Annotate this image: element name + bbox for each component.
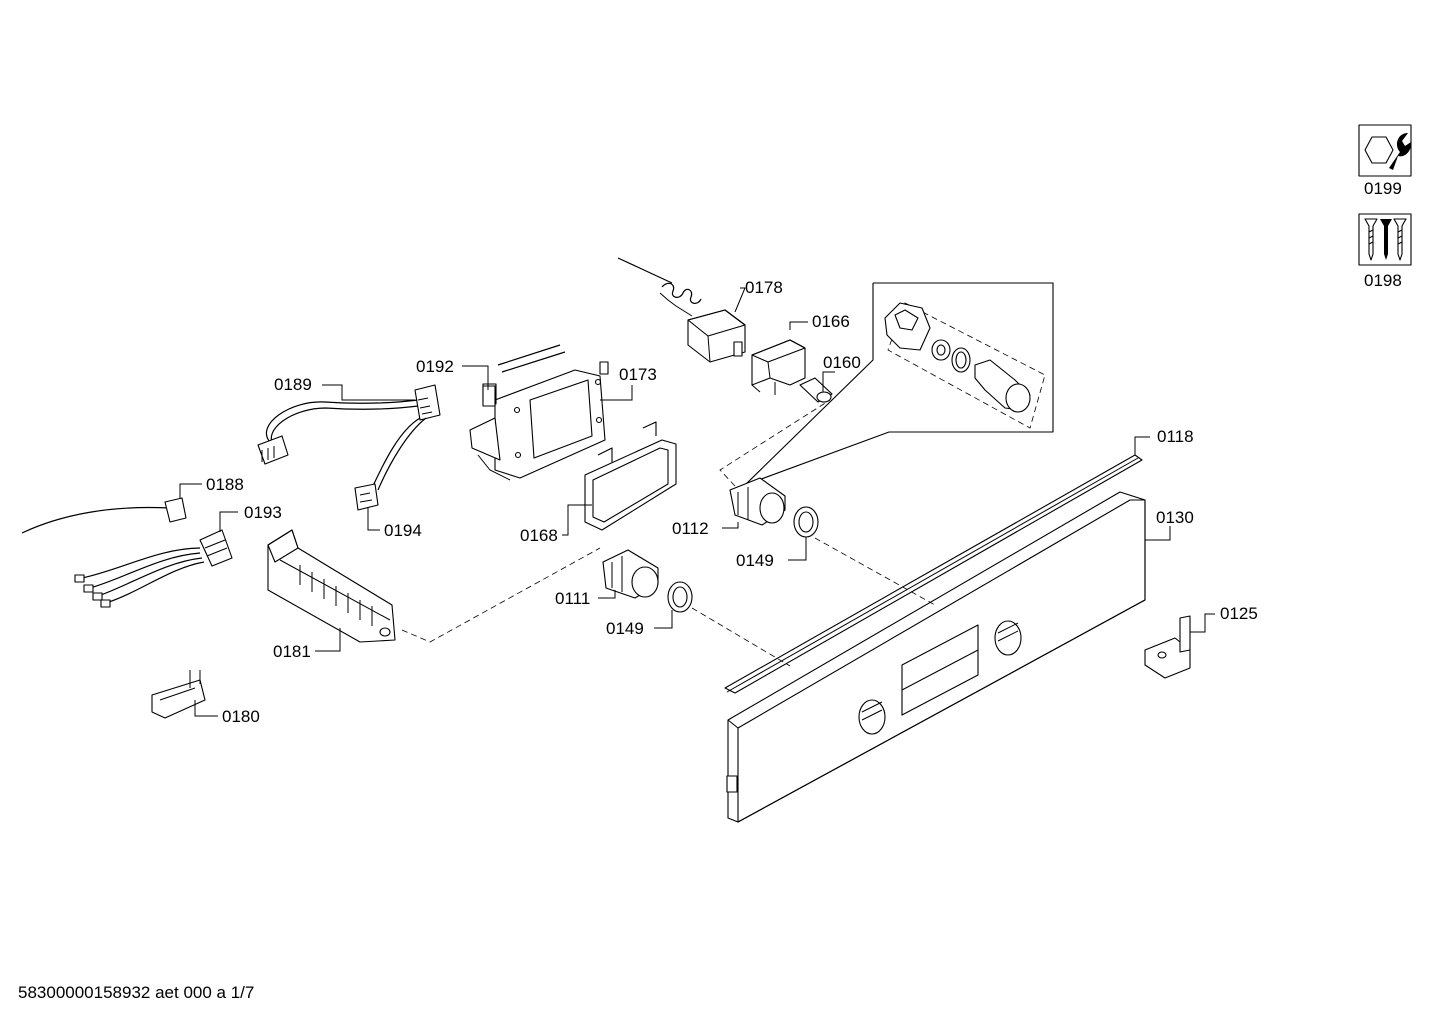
label-0160: 0160 <box>823 353 861 372</box>
label-0180: 0180 <box>222 707 260 726</box>
label-0181: 0181 <box>273 642 311 661</box>
rail-0118 <box>724 454 1143 694</box>
connector-0194 <box>354 483 379 511</box>
label-0166: 0166 <box>812 312 850 331</box>
thermostat-part <box>617 257 746 363</box>
label-0173: 0173 <box>619 365 657 384</box>
label-0149-upper: 0149 <box>736 551 774 570</box>
rotary-switch-0111 <box>602 549 659 599</box>
label-0198: 0198 <box>1364 271 1402 290</box>
label-0194: 0194 <box>384 521 422 540</box>
terminal-block-0181 <box>267 529 396 643</box>
wire-0188 <box>21 497 187 534</box>
bracket-part <box>751 339 806 395</box>
wire-harness-0189 <box>257 384 441 491</box>
label-0111: 0111 <box>555 589 590 608</box>
ring-0149b <box>667 581 693 613</box>
lamp-part <box>799 377 833 403</box>
rotary-switch-0112 <box>729 477 786 526</box>
label-0118: 0118 <box>1157 427 1194 446</box>
ring-0149a <box>793 506 819 538</box>
label-0130: 0130 <box>1156 508 1194 527</box>
label-0125: 0125 <box>1220 604 1258 623</box>
document-footer: 58300000158932 aet 000 a 1/7 <box>18 983 254 1002</box>
label-0192: 0192 <box>416 357 454 376</box>
label-0112: 0112 <box>672 519 709 538</box>
wrench-nut-icon <box>1358 124 1412 177</box>
control-module-part <box>469 344 609 481</box>
label-0199: 0199 <box>1364 179 1402 198</box>
wire-harness-0193 <box>74 529 233 608</box>
label-0188: 0188 <box>206 475 244 494</box>
screws-icon <box>1358 213 1412 266</box>
label-0189: 0189 <box>274 375 312 394</box>
label-0149-lower: 0149 <box>606 619 644 638</box>
assembly-lines <box>401 399 936 667</box>
label-0178: 0178 <box>745 278 783 297</box>
label-0193: 0193 <box>244 503 282 522</box>
bracket-0125 <box>1144 615 1191 679</box>
label-0168: 0168 <box>520 526 558 545</box>
knob-detail-inset <box>744 282 1054 486</box>
clip-0180 <box>151 670 206 719</box>
leader-lines <box>179 287 1215 717</box>
display-frame-part <box>584 421 677 531</box>
control-panel-0130 <box>726 491 1146 823</box>
connector-0192 <box>482 385 496 407</box>
